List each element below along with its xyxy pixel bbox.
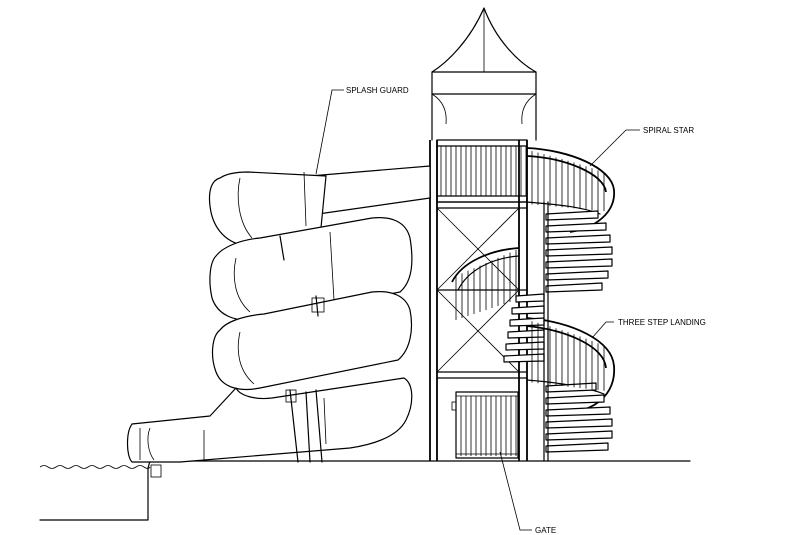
pool-edge [39, 460, 162, 521]
stair-tread [545, 210, 599, 221]
stair-tread [545, 382, 597, 393]
stair-tread [545, 246, 613, 257]
deck-balusters [440, 146, 527, 196]
gate-label: GATE [535, 526, 556, 535]
stair-tread [507, 329, 545, 339]
stair-tread [511, 305, 545, 315]
stair-tread [545, 234, 611, 245]
stair-tread [545, 270, 609, 281]
stair-tread [545, 222, 607, 233]
three-step-landing-label: THREE STEP LANDING [618, 318, 706, 327]
stair-tread [545, 258, 613, 269]
stair-tread [545, 406, 611, 417]
stair-tread [545, 282, 603, 293]
tower-frame [429, 139, 528, 461]
slide-supports [279, 235, 325, 463]
slide-flume [126, 165, 431, 463]
spiral-stair-callout: SPIRAL STAR [589, 126, 694, 167]
spiral-stair [451, 147, 615, 462]
splash-guard-callout: SPLASH GUARD [315, 86, 409, 175]
tower-canopy [431, 7, 537, 141]
stair-tread [545, 418, 613, 429]
spiral-stair-label: SPIRAL STAR [643, 126, 694, 135]
splash-guard-label: SPLASH GUARD [346, 86, 409, 95]
gate-callout: GATE [499, 451, 556, 535]
stair-tread [545, 394, 605, 405]
tower-gate [451, 391, 519, 459]
stair-tread [515, 293, 545, 303]
stair-tread [509, 317, 545, 327]
stair-tread [545, 442, 609, 453]
stair-tread [545, 430, 613, 441]
three-step-landing-callout: THREE STEP LANDING [591, 318, 706, 339]
